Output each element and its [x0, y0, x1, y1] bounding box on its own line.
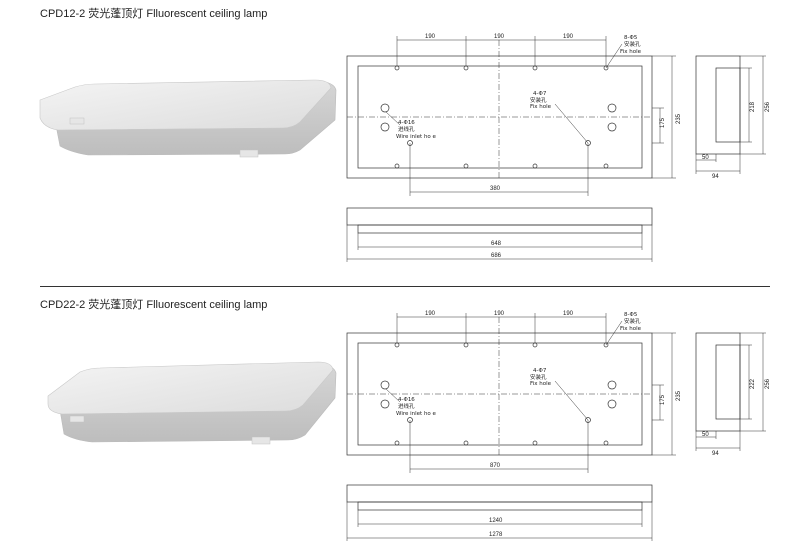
- mid-en-2: Fix hole: [530, 381, 552, 387]
- hole-en-2: Fix hole: [620, 326, 642, 332]
- hole-cn-2: 安装孔: [624, 317, 641, 325]
- side-50-2: 50: [702, 432, 709, 438]
- section-1-title: CPD12-2 荧光蓬顶灯 Flluorescent ceiling lamp: [40, 8, 268, 20]
- side-94-1: 94: [712, 174, 719, 180]
- wire-en-2: Wire inlet ho e: [396, 411, 437, 417]
- mid-cn-2: 安装孔: [530, 373, 547, 381]
- front-inner-1: 648: [491, 241, 502, 247]
- lamp-render-1: [39, 79, 337, 158]
- wire-spec-1: 4-Φ16: [398, 120, 415, 126]
- dim-top-2a: 190: [425, 311, 436, 317]
- side-inner-1: 218: [750, 101, 756, 112]
- side-inner-2: 222: [750, 378, 756, 389]
- section-2-drawing: 190 190 190 8-Φ5 安装孔 Fix hole 4-Φ7 安装孔 F…: [47, 311, 771, 541]
- dim-top-2b: 190: [494, 311, 505, 317]
- hole-en-1: Fix hole: [620, 49, 642, 55]
- wire-en-1: Wire inlet ho e: [396, 134, 437, 140]
- dim-top-1b: 190: [494, 34, 505, 40]
- side-outer-2: 256: [765, 378, 771, 389]
- dim-175-1: 175: [660, 117, 666, 128]
- side-view-1: [695, 55, 766, 174]
- front-outer-1: 686: [491, 253, 502, 259]
- dim-175-2: 175: [660, 394, 666, 405]
- mid-cn-1: 安装孔: [530, 96, 547, 104]
- front-view-1: [346, 207, 653, 262]
- mid-spec-1: 4-Φ7: [533, 91, 547, 97]
- section-2-title: CPD22-2 荧光蓬顶灯 Flluorescent ceiling lamp: [40, 299, 268, 311]
- dim-inner-width-2: 870: [490, 463, 501, 469]
- dim-235-2: 235: [676, 390, 682, 401]
- dim-inner-width-1: 380: [490, 186, 501, 192]
- hole-spec-1: 8-Φ5: [624, 35, 638, 41]
- dim-top-1a: 190: [425, 34, 436, 40]
- top-view-1: [346, 36, 676, 196]
- section-divider: [40, 286, 770, 287]
- front-view-2: [346, 484, 653, 541]
- front-inner-2: 1240: [489, 518, 503, 524]
- side-view-2: [695, 332, 766, 451]
- front-outer-2: 1278: [489, 532, 503, 538]
- dim-235-1: 235: [676, 113, 682, 124]
- wire-cn-1: 进线孔: [398, 125, 415, 133]
- wire-spec-2: 4-Φ16: [398, 397, 415, 403]
- lamp-render-2: [47, 361, 337, 445]
- dim-top-1c: 190: [563, 34, 574, 40]
- hole-spec-2: 8-Φ5: [624, 312, 638, 318]
- mid-spec-2: 4-Φ7: [533, 368, 547, 374]
- hole-cn-1: 安装孔: [624, 40, 641, 48]
- side-94-2: 94: [712, 451, 719, 457]
- side-50-1: 50: [702, 155, 709, 161]
- section-1-drawing: 190 190 190 8-Φ5 安装孔 Fix hole 4-Φ7 安装孔 F…: [39, 34, 771, 262]
- dim-top-2c: 190: [563, 311, 574, 317]
- wire-cn-2: 进线孔: [398, 402, 415, 410]
- top-view-2: [346, 313, 676, 473]
- side-outer-1: 256: [765, 101, 771, 112]
- mid-en-1: Fix hole: [530, 104, 552, 110]
